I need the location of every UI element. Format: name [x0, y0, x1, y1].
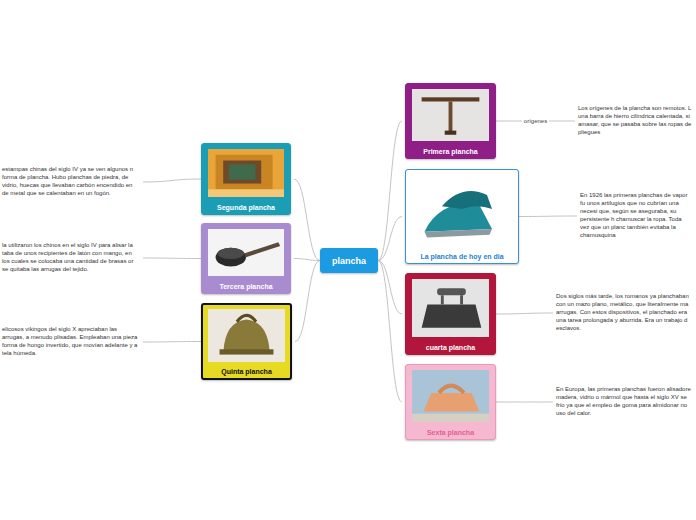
topic-label: Sexta plancha [427, 429, 474, 439]
note-line: elicosos vikingos del siglo X apreciaban… [2, 326, 140, 358]
iron-picture [412, 370, 489, 422]
branch-line [143, 179, 201, 182]
topic-box: cuarta plancha [405, 273, 496, 355]
branch-line [378, 261, 402, 403]
topic-box: Sexta plancha [405, 364, 496, 440]
branch-line [496, 402, 553, 403]
edge-label: orígenes [522, 118, 549, 124]
note-line: estampas chinas del siglo IV ya se ven a… [2, 166, 140, 198]
branch-line [496, 313, 553, 314]
iron-picture [208, 149, 284, 197]
note-line: En 1926 las primeras planchas de vapor f… [580, 192, 692, 239]
topic-label: Tercera plancha [219, 283, 272, 293]
note-text: Los orígenes de la plancha son remotos. … [578, 105, 692, 137]
topic-label: Segunda plancha [217, 204, 275, 214]
note-text: la utilizaron los chinos en el siglo IV … [2, 242, 140, 274]
note-line: En Europa, las primeras planchas fueron … [556, 386, 692, 418]
central-topic: plancha [320, 248, 378, 273]
topic-box: Segunda plancha [201, 143, 291, 215]
branch-line [519, 216, 577, 218]
note-line: Los orígenes de la plancha son remotos. … [578, 105, 692, 137]
branch-line [378, 217, 402, 261]
topic-box: Tercera plancha [201, 223, 291, 294]
branch-line [294, 179, 320, 261]
branch-line [378, 121, 402, 261]
iron-picture [412, 279, 489, 337]
iron-picture [412, 89, 489, 141]
branch-line [295, 261, 320, 342]
note-text: elicosos vikingos del siglo X apreciaban… [2, 326, 140, 358]
topic-box: Quinta plancha [201, 303, 292, 380]
topic-label: La plancha de hoy en dia [420, 253, 503, 263]
note-text: Dos siglos más tarde, los romanos ya pla… [556, 293, 692, 333]
note-text: En 1926 las primeras planchas de vapor f… [580, 192, 692, 239]
note-text: En Europa, las primeras planchas fueron … [556, 386, 692, 418]
iron-picture [412, 175, 512, 246]
topic-box: La plancha de hoy en dia [405, 169, 519, 264]
branch-line [294, 259, 320, 261]
branch-line [378, 261, 402, 315]
iron-picture [208, 229, 284, 276]
note-line: la utilizaron los chinos en el siglo IV … [2, 242, 140, 274]
topic-box: Primera plancha [405, 83, 496, 159]
branch-line [143, 258, 201, 260]
topic-label: Quinta plancha [221, 368, 272, 378]
topic-label: cuarta plancha [426, 344, 475, 354]
topic-label: Primera plancha [423, 148, 477, 158]
note-line: Dos siglos más tarde, los romanos ya pla… [556, 293, 692, 333]
topic-label: plancha [332, 256, 366, 266]
note-text: estampas chinas del siglo IV ya se ven a… [2, 166, 140, 198]
branch-line [143, 341, 201, 343]
iron-picture [208, 309, 285, 362]
